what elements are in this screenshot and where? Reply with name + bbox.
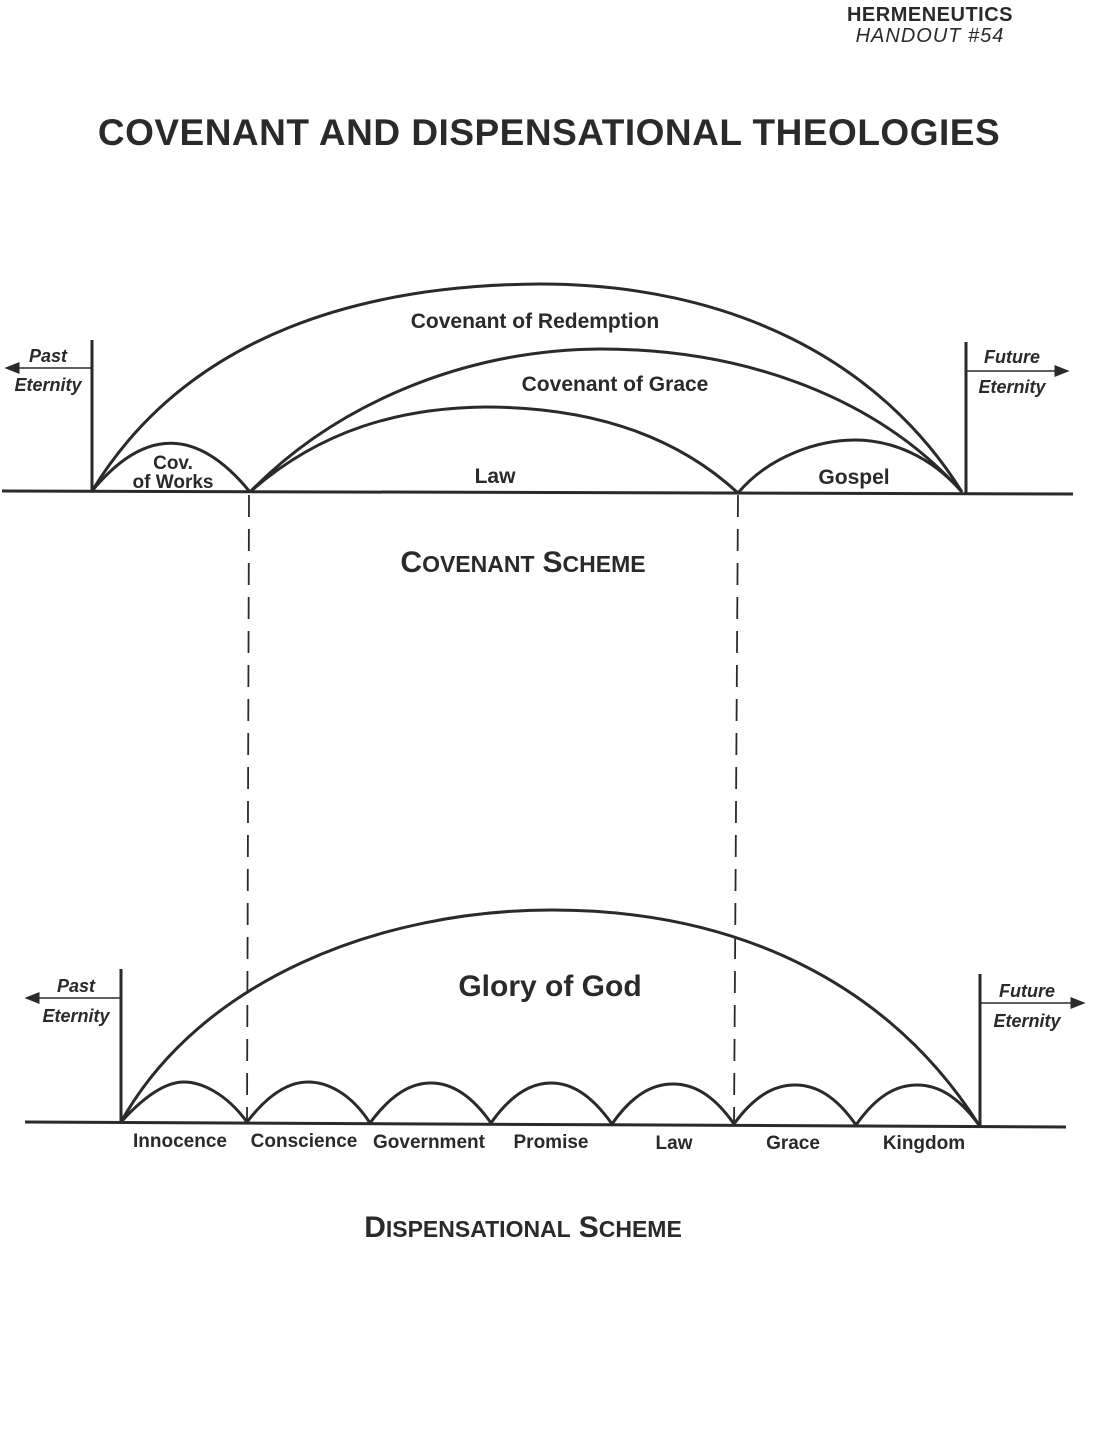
dispensational-scheme-rest: ISPENSATIONAL — [386, 1216, 571, 1242]
gospel-arc — [736, 438, 964, 494]
covenant-past-label-2: Eternity — [14, 375, 82, 395]
kingdom-arc — [854, 1083, 981, 1126]
dispensational-timeline — [24, 1120, 1067, 1129]
dispensation-label-kingdom: Kingdom — [883, 1133, 965, 1154]
page-title: COVENANT AND DISPENSATIONAL THEOLOGIES — [97, 112, 1001, 153]
dispensation-label-innocence: Innocence — [133, 1131, 227, 1152]
covenant-of-works-arc — [90, 441, 252, 493]
covenant-labels: Past Eternity Future Eternity Covenant o… — [14, 310, 1046, 579]
covenant-future-label-2: Eternity — [978, 377, 1046, 397]
dispensational-scheme-d: D — [364, 1211, 386, 1244]
covenant-future-label-1: Future — [984, 347, 1040, 367]
glory-of-god-label: Glory of God — [458, 970, 641, 1003]
dashed-guide-left — [246, 494, 250, 1122]
covenant-of-redemption-arc — [90, 282, 964, 493]
covenant-scheme-title: COVENANT SCHEME — [400, 546, 645, 579]
dispensation-label-law: Law — [656, 1133, 693, 1154]
gospel-label: Gospel — [818, 466, 889, 489]
government-arc — [368, 1081, 493, 1124]
covenant-scheme — [1, 282, 1074, 1124]
dispensational-scheme — [24, 908, 1086, 1129]
covenant-scheme-rest-2: CHEME — [563, 551, 646, 577]
dispensational-scheme-s: S — [579, 1211, 599, 1244]
glory-of-god-arc — [119, 908, 981, 1126]
dispensational-labels: Past Eternity Future Eternity Glory of G… — [42, 970, 1061, 1244]
covenant-scheme-rest: OVENANT — [422, 551, 534, 577]
covenant-of-works-label-1: Cov. — [153, 453, 193, 474]
grace-arc — [732, 1083, 858, 1126]
law-arc — [249, 405, 740, 495]
handout-number: HANDOUT #54 — [855, 25, 1005, 47]
promise-arc — [489, 1081, 614, 1125]
covenant-scheme-s: S — [543, 546, 563, 579]
covenant-of-grace-arc — [248, 347, 964, 494]
covenant-past-label-1: Past — [29, 346, 68, 366]
innocence-arc — [119, 1080, 249, 1124]
dispensational-past-label-1: Past — [57, 976, 96, 996]
dispensation-label-promise: Promise — [514, 1132, 589, 1153]
dispensational-scheme-rest-2: CHEME — [599, 1216, 682, 1242]
covenant-of-redemption-label: Covenant of Redemption — [411, 310, 660, 333]
dispensational-future-label-1: Future — [999, 981, 1055, 1001]
covenant-of-grace-label: Covenant of Grace — [522, 373, 709, 396]
handout-header: HERMENEUTICS HANDOUT #54 — [800, 4, 1060, 48]
dispensation-label-government: Government — [373, 1132, 486, 1153]
covenant-timeline — [1, 489, 1074, 496]
dashed-guide-right — [733, 494, 739, 1124]
law-label: Law — [475, 465, 517, 488]
conscience-arc — [245, 1080, 372, 1124]
course-name: HERMENEUTICS — [846, 4, 1013, 26]
covenant-scheme-c: C — [400, 546, 422, 579]
law-dispensation-arc — [610, 1082, 736, 1125]
dispensation-label-grace: Grace — [766, 1133, 820, 1154]
covenant-of-works-label-2: of Works — [133, 472, 214, 493]
dispensational-scheme-title: DISPENSATIONAL SCHEME — [364, 1211, 682, 1244]
dispensational-future-label-2: Eternity — [993, 1011, 1061, 1031]
dispensation-label-conscience: Conscience — [251, 1131, 358, 1152]
dispensational-past-label-2: Eternity — [42, 1006, 110, 1026]
